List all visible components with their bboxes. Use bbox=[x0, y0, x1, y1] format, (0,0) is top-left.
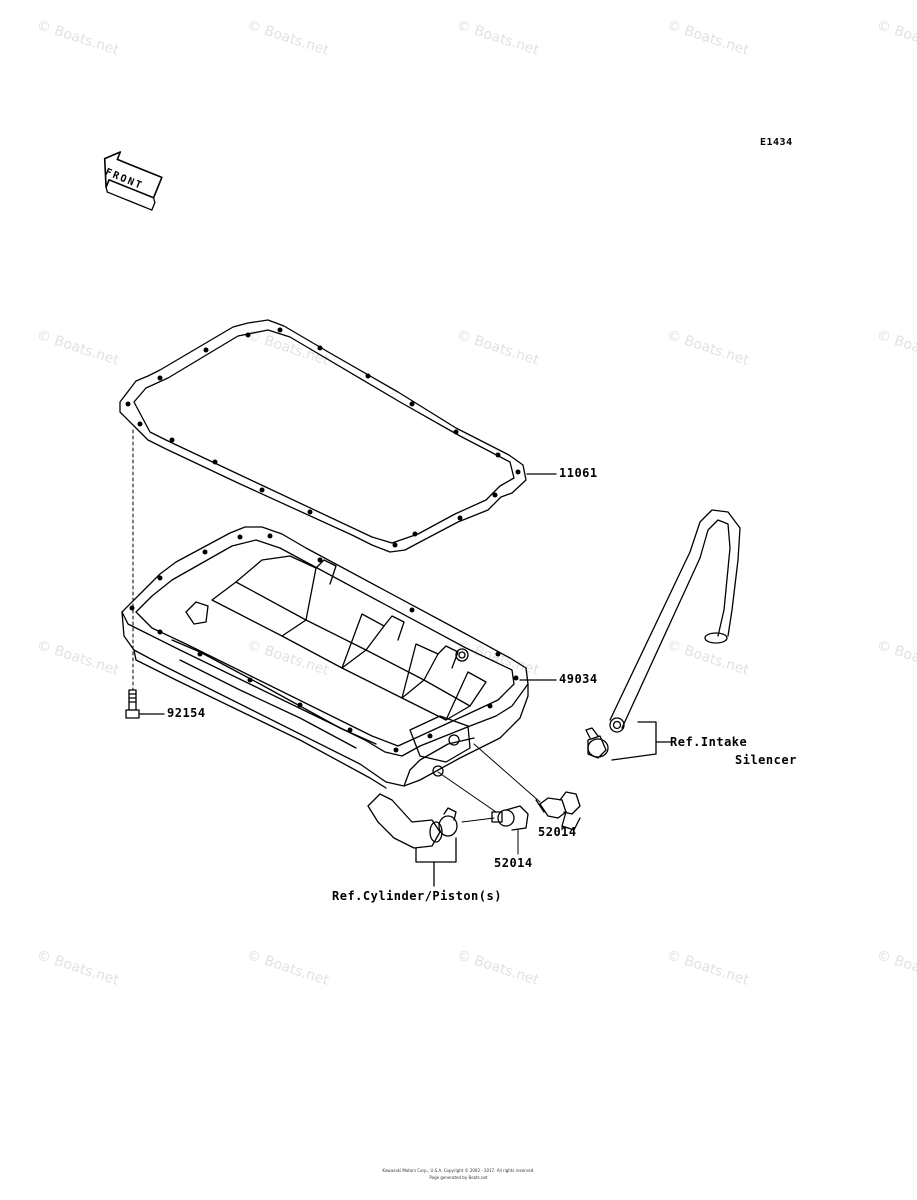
label-52014-left: 52014 bbox=[494, 856, 533, 870]
label-92154: 92154 bbox=[167, 706, 206, 720]
label-ref-silencer: Silencer bbox=[735, 753, 797, 767]
hose-intake bbox=[609, 509, 741, 733]
hose-cylinder bbox=[367, 793, 443, 849]
label-49034: 49034 bbox=[559, 672, 598, 686]
footer-line-1: Kawasaki Motors Corp., U.S.A. Copyright … bbox=[382, 1168, 535, 1173]
gasket-11061 bbox=[119, 319, 527, 553]
fitting-52014-right bbox=[535, 791, 581, 831]
label-ref-cylinder: Ref.Cylinder/Piston(s) bbox=[332, 889, 502, 903]
front-arrow-icon bbox=[103, 151, 163, 211]
fitting-52014-left bbox=[491, 805, 529, 831]
diagram-code: E1434 bbox=[760, 137, 793, 148]
label-ref-intake: Ref.Intake bbox=[670, 735, 748, 749]
clamp-right bbox=[585, 727, 609, 759]
oil-pan-49034 bbox=[121, 526, 529, 789]
label-11061: 11061 bbox=[559, 466, 598, 480]
footer-line-2: Page generated by Boats.net bbox=[429, 1175, 488, 1180]
label-52014-right: 52014 bbox=[538, 825, 577, 839]
clamp-left bbox=[438, 807, 458, 837]
bolt-92154 bbox=[125, 689, 140, 719]
